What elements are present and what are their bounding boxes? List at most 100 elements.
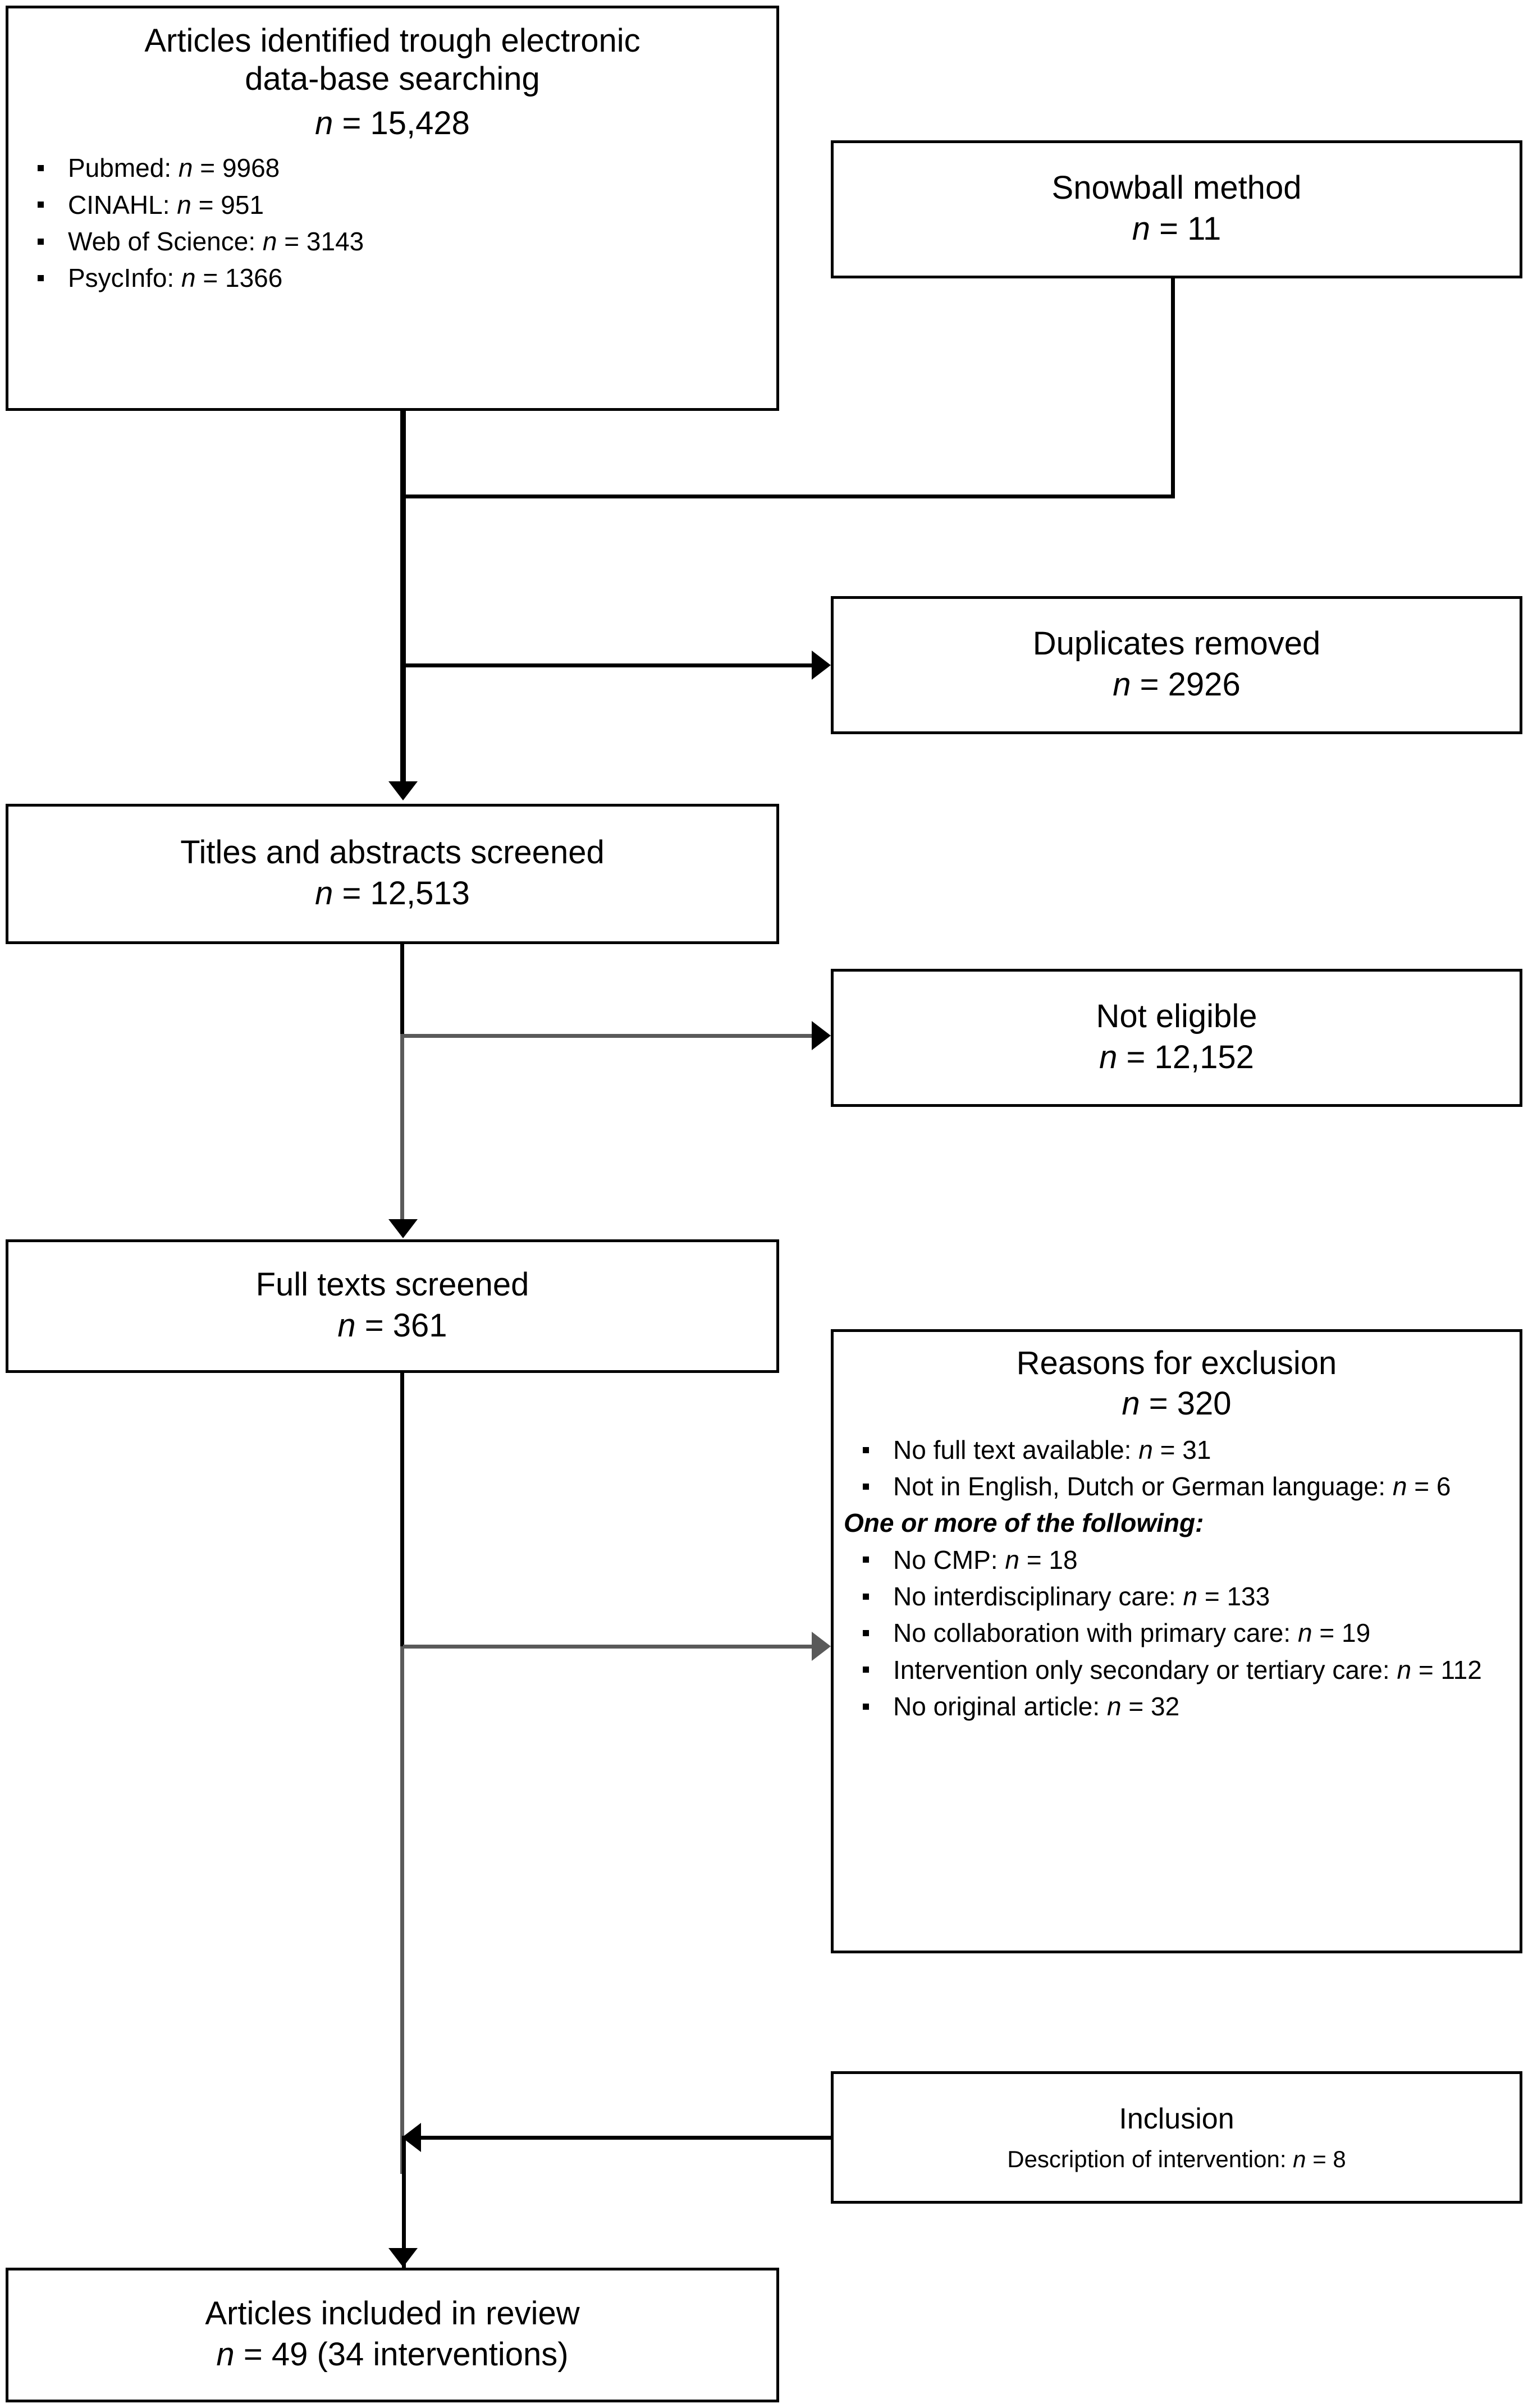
n-symbol: n [1297,1618,1312,1648]
box-reasons-for-exclusion: Reasons for exclusion n = 320 No full te… [831,1329,1522,1953]
exclusion-n-value: 320 [1177,1385,1232,1422]
n-symbol: n [337,1307,356,1344]
equals-sign: = [1140,666,1168,703]
box-not-eligible: Not eligible n = 12,152 [831,969,1522,1107]
not-eligible-n-value: 12,152 [1154,1038,1254,1075]
equals-sign: = [203,263,226,293]
connector-from-inclusion [402,2136,831,2140]
n-symbol: n [1113,666,1131,703]
inclusion-n-value: 8 [1333,2146,1346,2172]
connector-spine-screening-top [400,944,404,1034]
list-item: Pubmed: n = 9968 [19,150,766,186]
source-n-value: 951 [221,190,264,219]
exclusion-subheading: One or more of the following: [844,1508,1204,1538]
arrow-down-to-fulltext [388,1219,418,1238]
reason-n-value: 19 [1341,1618,1371,1648]
identification-title: Articles identified trough electronic da… [144,22,641,98]
arrow-down-to-included [388,2248,418,2267]
fulltext-title: Full texts screened [255,1266,529,1303]
box-snowball-method: Snowball method n = 11 [831,140,1522,278]
equals-sign: = [1414,1472,1436,1501]
not-eligible-count: n = 12,152 [1099,1036,1254,1078]
n-symbol: n [1106,1692,1122,1722]
arrow-right-to-not-eligible [812,1021,831,1050]
reason-label: Intervention only secondary or tertiary … [893,1655,1390,1684]
n-symbol: n [181,263,196,293]
n-symbol: n [315,104,333,141]
reason-n-value: 18 [1049,1545,1078,1574]
exclusion-title: Reasons for exclusion [1016,1345,1337,1381]
screening-count: n = 12,513 [315,872,470,914]
connector-spine-screening-bottom [400,1034,404,1219]
identification-n-value: 15,428 [370,104,470,141]
box-titles-abstracts-screened: Titles and abstracts screened n = 12,513 [6,804,779,944]
n-symbol: n [216,2336,235,2373]
reason-label: Not in English, Dutch or German language… [893,1472,1386,1501]
reason-label: No original article: [893,1692,1100,1722]
equals-sign: = [1026,1545,1049,1574]
snowball-n-value: 11 [1187,210,1222,247]
list-item: No original article: n = 32 [844,1688,1509,1725]
box-inclusion: Inclusion Description of intervention: n… [831,2071,1522,2204]
equals-sign: = [1418,1655,1441,1684]
reason-n-value: 112 [1440,1655,1482,1684]
n-symbol: n [1392,1472,1407,1501]
duplicates-count: n = 2926 [1113,663,1240,706]
connector-spine-identification [400,411,406,781]
equals-sign: = [243,2336,272,2373]
included-count: n = 49 (34 interventions) [216,2333,568,2375]
connector-spine-fulltext-bottom [400,1646,404,2174]
box-duplicates-removed: Duplicates removed n = 2926 [831,596,1522,734]
connector-to-exclusion [403,1645,812,1649]
n-symbol: n [1397,1655,1412,1684]
arrow-right-to-duplicates [812,651,831,680]
list-item: No interdisciplinary care: n = 133 [844,1578,1509,1615]
n-symbol: n [1122,1385,1140,1422]
snowball-count: n = 11 [1132,208,1222,250]
arrow-left-to-spine [402,2123,421,2152]
source-n-value: 9968 [222,153,280,183]
equals-sign: = [1204,1582,1227,1612]
duplicates-n-value: 2926 [1168,666,1241,703]
equals-sign: = [342,104,370,141]
source-label: Web of Science: [68,226,256,256]
source-label: PsycInfo: [68,263,175,293]
inclusion-subtitle: Description of intervention: n = 8 [1007,2145,1346,2173]
list-item: No full text available: n = 31 [844,1432,1509,1468]
source-label: Pubmed: [68,153,172,183]
identification-sources-list: Pubmed: n = 9968 CINAHL: n = 951 Web of … [19,150,766,296]
n-symbol: n [1138,1435,1153,1464]
source-n-value: 3143 [306,226,364,256]
n-symbol: n [1293,2146,1306,2172]
equals-sign: = [1160,1435,1183,1464]
equals-sign: = [198,190,221,219]
equals-sign: = [1128,1692,1151,1722]
n-symbol: n [262,226,277,256]
included-n-value: 49 (34 interventions) [271,2336,569,2373]
equals-sign: = [200,153,222,183]
duplicates-title: Duplicates removed [1032,625,1321,662]
reason-n-value: 31 [1182,1435,1211,1464]
exclusion-count: n = 320 [844,1382,1509,1425]
reason-n-value: 6 [1436,1472,1451,1501]
equals-sign: = [1149,1385,1177,1422]
connector-to-duplicates [403,663,812,667]
n-symbol: n [1183,1582,1198,1612]
reason-n-value: 32 [1150,1692,1180,1722]
box-articles-identified: Articles identified trough electronic da… [6,6,779,411]
fulltext-count: n = 361 [337,1304,447,1347]
equals-sign: = [1159,210,1188,247]
list-item: Web of Science: n = 3143 [19,223,766,260]
reason-label: No collaboration with primary care: [893,1618,1291,1648]
reason-n-value: 133 [1227,1582,1270,1612]
equals-sign: = [284,226,306,256]
exclusion-reasons-list: No full text available: n = 31 Not in En… [844,1432,1509,1725]
n-symbol: n [1005,1545,1019,1574]
connector-snowball-vertical [1171,278,1175,498]
arrow-down-to-screening [388,781,418,800]
reason-label: No full text available: [893,1435,1132,1464]
source-label: CINAHL: [68,190,170,219]
connector-to-not-eligible [403,1034,812,1038]
n-symbol: n [178,153,193,183]
n-symbol: n [1099,1038,1118,1075]
